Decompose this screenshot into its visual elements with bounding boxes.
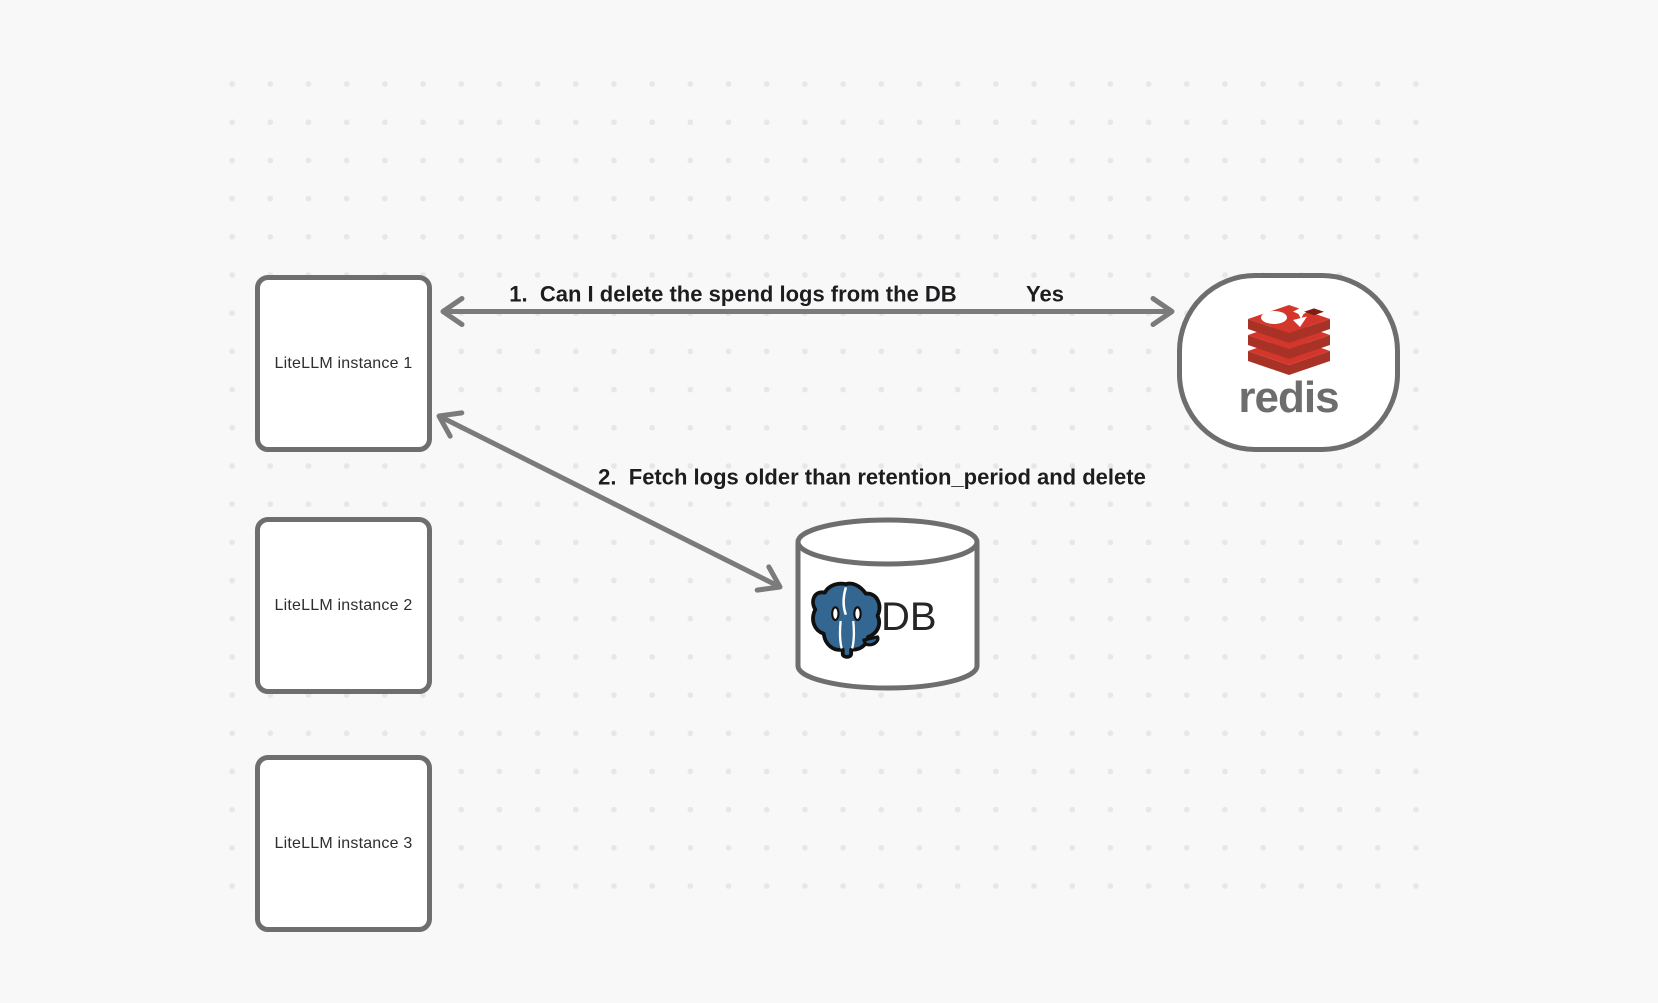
edge1-label: 1. Can I delete the spend logs from the … — [509, 281, 957, 307]
edge1-answer-label: Yes — [1026, 281, 1064, 307]
node-litellm-instance-2-label: LiteLLM instance 2 — [274, 596, 413, 614]
arrow-instance1-db — [436, 410, 783, 593]
node-litellm-instance-3-label: LiteLLM instance 3 — [274, 834, 413, 852]
node-litellm-instance-1: LiteLLM instance 1 — [255, 275, 432, 452]
redis-logo-icon — [1247, 305, 1330, 375]
node-litellm-instance-3: LiteLLM instance 3 — [255, 755, 432, 932]
node-redis: redis — [1177, 273, 1400, 452]
node-litellm-instance-2: LiteLLM instance 2 — [255, 517, 432, 694]
db-label: DB — [881, 595, 937, 639]
postgresql-logo-icon — [811, 581, 882, 659]
edge2-label: 2. Fetch logs older than retention_perio… — [598, 464, 1146, 490]
node-litellm-instance-1-label: LiteLLM instance 1 — [274, 354, 413, 372]
redis-wordmark: redis — [1238, 373, 1339, 422]
